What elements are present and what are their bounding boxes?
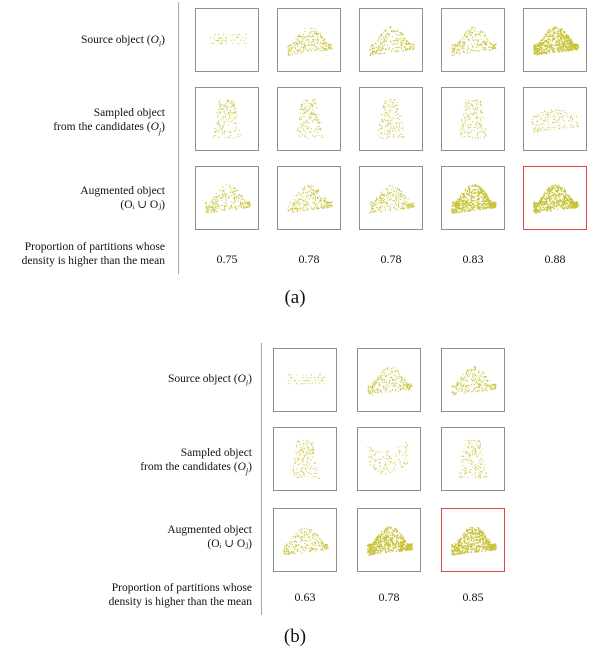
source-object-image [277,8,341,72]
sampled-object-image [359,87,423,151]
b-divider [261,343,262,615]
source-object-image [273,348,337,412]
proportion-value: 0.63 [294,590,316,604]
a-label-source: Source object (Oi) [80,34,165,49]
source-object-image [523,8,587,72]
sampled-object-image [441,87,505,151]
proportion-value: 0.75 [216,252,238,266]
augmented-object-image [523,166,587,230]
b-label-proportion: Proportion of partitions whose density i… [108,582,252,608]
proportion-value: 0.88 [544,252,566,266]
a-label-sampled: Sampled object from the candidates (Oj) [53,107,165,136]
source-object-image [441,8,505,72]
augmented-object-image [273,508,337,572]
augmented-object-image [195,166,259,230]
augmented-object-image [441,166,505,230]
proportion-value: 0.78 [298,252,320,266]
sampled-object-image [357,427,421,491]
sampled-object-image [277,87,341,151]
a-label-augmented: Augmented object (Oᵢ ∪ Oⱼ) [80,185,165,211]
source-object-image [357,348,421,412]
proportion-value: 0.83 [462,252,484,266]
a-divider [178,2,179,274]
source-object-image [441,348,505,412]
source-object-image [359,8,423,72]
augmented-object-image [441,508,505,572]
b-label-source: Source object (Oi) [167,373,252,388]
proportion-value: 0.78 [380,252,402,266]
a-caption: (a) [284,287,306,308]
b-caption: (b) [283,626,307,647]
augmented-object-image [359,166,423,230]
b-label-sampled: Sampled object from the candidates (Oj) [140,447,252,476]
source-object-image [195,8,259,72]
augmented-object-image [277,166,341,230]
b-label-augmented: Augmented object (Oᵢ ∪ Oⱼ) [167,524,252,550]
a-label-proportion: Proportion of partitions whose density i… [21,241,165,267]
sampled-object-image [273,427,337,491]
sampled-object-image [441,427,505,491]
proportion-value: 0.85 [462,590,484,604]
augmented-object-image [357,508,421,572]
sampled-object-image [195,87,259,151]
sampled-object-image [523,87,587,151]
proportion-value: 0.78 [378,590,400,604]
